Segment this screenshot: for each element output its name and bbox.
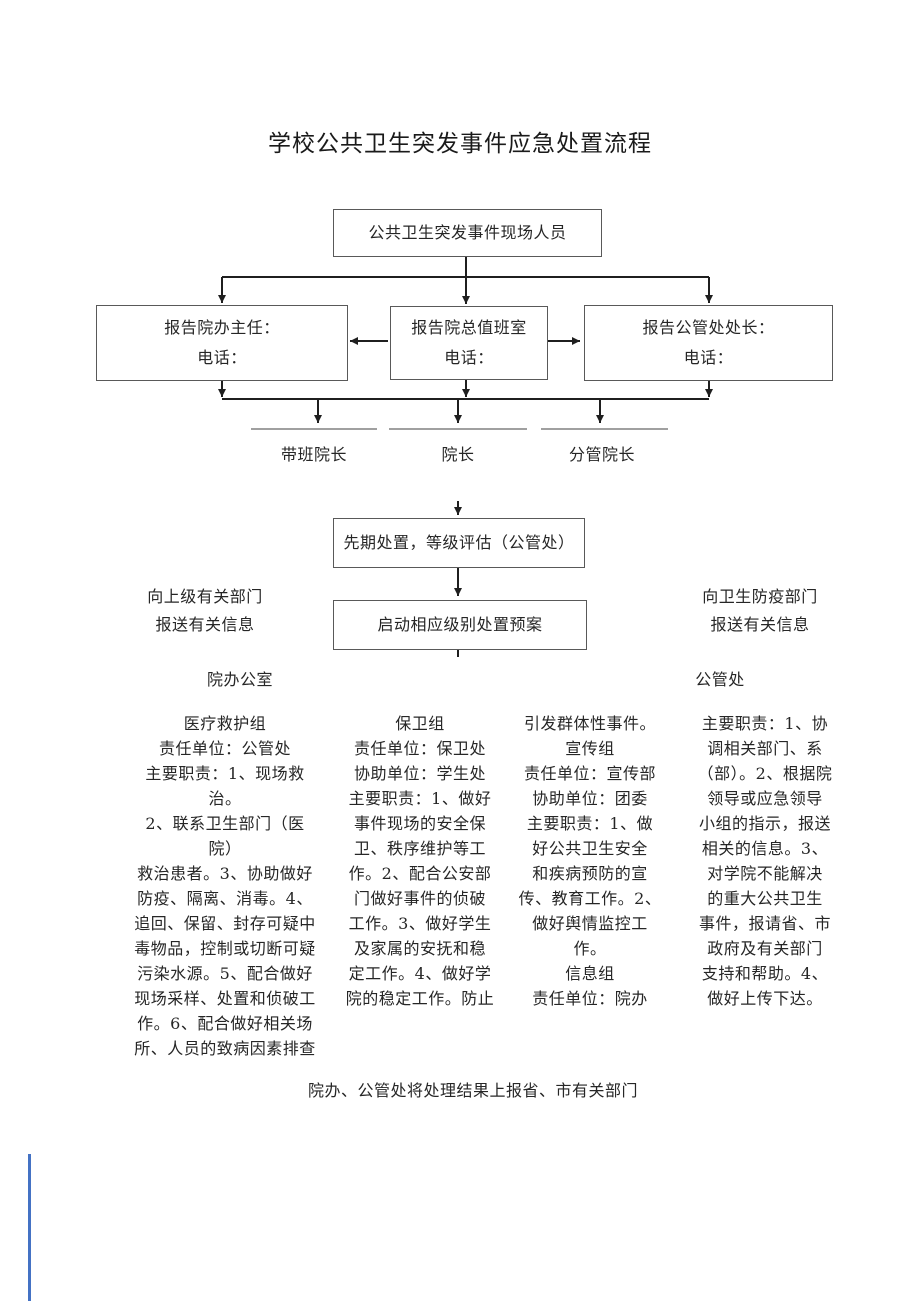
leader-label-dean: 院长 bbox=[441, 445, 475, 464]
footer-note: 院办、公管处将处理结果上报省、市有关部门 bbox=[307, 1081, 638, 1100]
column-publicity-info: 引发群体性事件。 宣传组 责任单位：宣传部 协助单位：团委 主要职责：1、做 好… bbox=[518, 714, 662, 1008]
report-office-director-box: 报告院办主任： 电话： bbox=[96, 305, 348, 381]
column-medical-rescue: 医疗救护组 责任单位：公管处 主要职责：1、现场救 治。 2、联系卫生部门（医 … bbox=[134, 714, 316, 1058]
launch-plan-box: 启动相应级别处置预案 bbox=[333, 600, 587, 650]
column-logistics-duties: 主要职责：1、协 调相关部门、系 （部）。2、根据院 领导或应急领导 小组的指示… bbox=[697, 714, 833, 1008]
report-duty-room-box: 报告院总值班室 电话： bbox=[390, 306, 548, 380]
column-security: 保卫组 责任单位：保卫处 协助单位：学生处 主要职责：1、做好 事件现场的安全保… bbox=[345, 714, 495, 1008]
dept-label-office: 院办公室 bbox=[206, 670, 273, 689]
page-title: 学校公共卫生突发事件应急处置流程 bbox=[268, 131, 652, 157]
note-report-epidemic: 向卫生防疫部门 报送有关信息 bbox=[702, 587, 818, 634]
dept-label-logistics: 公管处 bbox=[695, 670, 745, 689]
report-logistics-director-box: 报告公管处处长： 电话： bbox=[584, 305, 833, 381]
assess-box: 先期处置，等级评估（公管处） bbox=[333, 518, 585, 568]
leader-label-deputy-dean: 分管院长 bbox=[568, 445, 635, 464]
note-report-superior: 向上级有关部门 报送有关信息 bbox=[147, 587, 263, 634]
left-margin-guide bbox=[28, 1154, 31, 1301]
scene-personnel-box: 公共卫生突发事件现场人员 bbox=[333, 209, 602, 257]
leader-label-duty-dean: 带班院长 bbox=[280, 445, 347, 464]
